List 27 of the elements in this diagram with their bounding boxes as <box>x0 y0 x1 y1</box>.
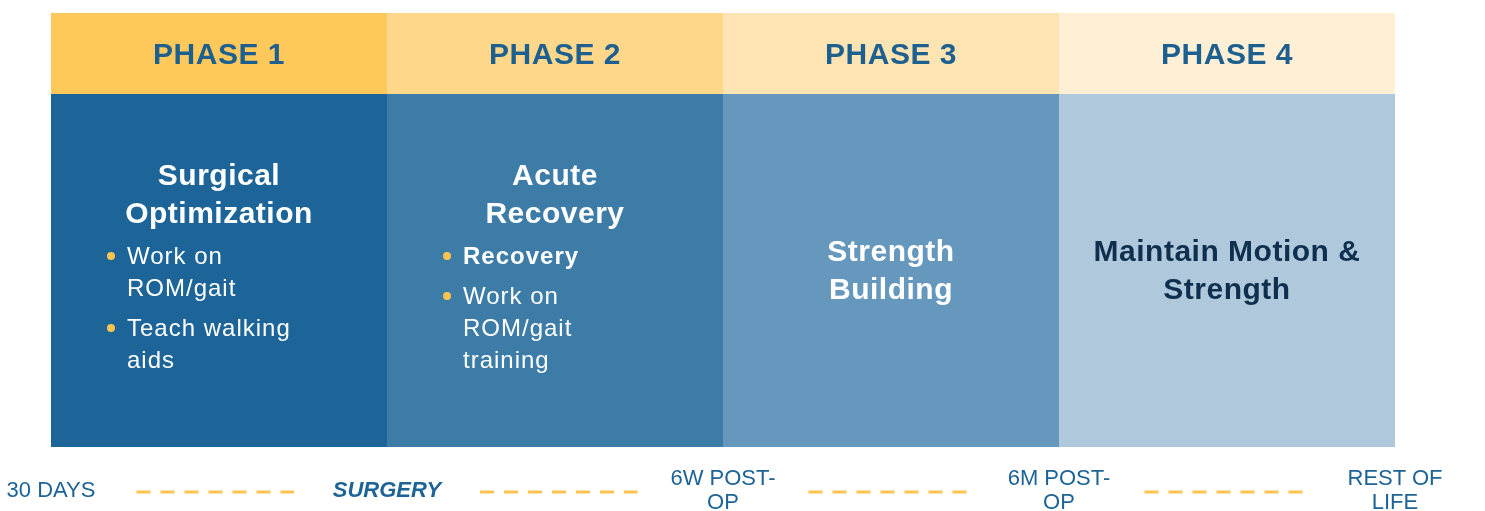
phase-panel <box>51 94 387 447</box>
bullet-point: Teach walking aids <box>127 312 327 376</box>
phase-heading: Strength Building <box>826 233 956 307</box>
timeline-milestone: SURGERY <box>322 478 452 502</box>
phase-panel <box>1059 94 1395 447</box>
timeline-milestone: REST OF LIFE <box>1337 466 1453 511</box>
phase-title: PHASE 4 <box>1161 36 1293 71</box>
phase-heading: Surgical Optimization <box>124 157 314 231</box>
bullet-point: Work on ROM/gait training <box>463 280 663 376</box>
phase-title: PHASE 1 <box>153 36 285 71</box>
timeline-milestone: 30 DAYS <box>0 478 109 502</box>
timeline-milestone: 6M POST-OP <box>1001 466 1117 511</box>
phase-header <box>723 13 1059 94</box>
phase-title: PHASE 3 <box>825 36 957 71</box>
phase-heading: Maintain Motion & Strength <box>1092 233 1362 307</box>
phase-panel <box>723 94 1059 447</box>
dashed-connector <box>136 490 294 494</box>
phase-title: PHASE 2 <box>489 36 621 71</box>
bullet-point: Work on ROM/gait <box>127 240 327 304</box>
phase-header <box>51 13 387 94</box>
phase-heading: Acute Recovery <box>484 157 626 231</box>
phase-panel <box>387 94 723 447</box>
timeline-milestone: 6W POST-OP <box>665 466 781 511</box>
bullet-point: Recovery <box>463 240 663 272</box>
dashed-connector <box>480 490 638 494</box>
phase-header <box>387 13 723 94</box>
phase-header <box>1059 13 1395 94</box>
